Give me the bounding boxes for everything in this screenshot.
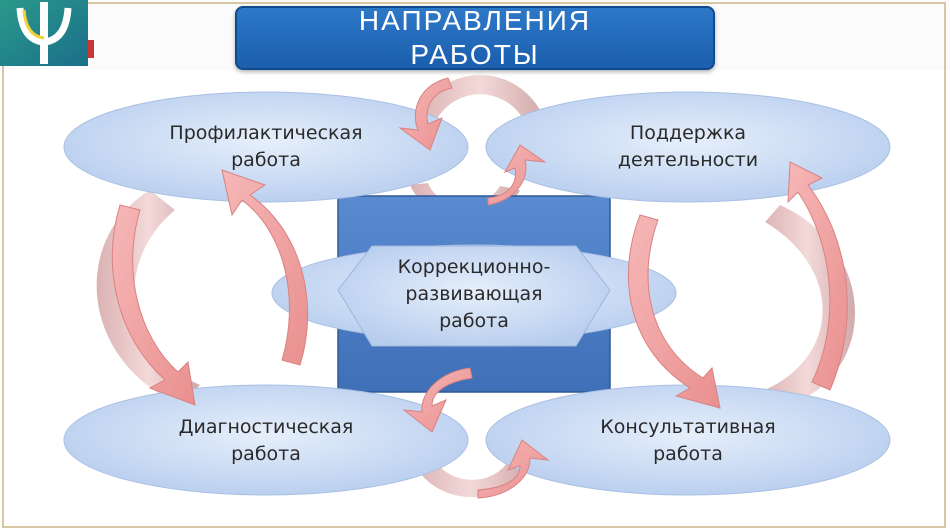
psi-letter-icon (0, 0, 94, 66)
node-correction-line3: работа (439, 310, 509, 332)
arrow-top-left (398, 77, 453, 151)
node-prevention-line1: Профилактическая (169, 122, 363, 144)
node-prevention-line2: работа (231, 149, 301, 171)
arrow-right-up (787, 161, 848, 391)
arrow-left-down (111, 204, 196, 406)
center-octagon (337, 245, 611, 347)
node-support-line1: Поддержка (629, 122, 747, 144)
node-correction-line2: развивающая (405, 283, 543, 305)
arrow-bottom-right (477, 439, 550, 499)
node-consulting-line1: Консультативная (600, 416, 776, 438)
node-diagnostic-line1: Диагностическая (178, 416, 354, 438)
node-diagnostic-line2: работа (231, 443, 301, 465)
node-diagnostic-label: Диагностическая работа (90, 414, 442, 468)
node-support-label: Поддержка деятельности (512, 120, 864, 174)
ellipse-diagnostic (63, 384, 469, 496)
title-line-2: РАБОТЫ (410, 39, 540, 70)
arrow-top-right (487, 144, 546, 206)
node-consulting-line2: работа (653, 443, 723, 465)
node-prevention-label: Профилактическая работа (90, 120, 442, 174)
ellipse-prevention (63, 91, 469, 203)
arrow-right-down (628, 214, 721, 409)
title-line-1: НАПРАВЛЕНИЯ (358, 6, 592, 36)
arrow-bottom-left (402, 367, 473, 433)
node-correction-line1: Коррекционно- (397, 256, 551, 278)
arrow-left-up (221, 169, 309, 366)
node-support-line2: деятельности (617, 149, 759, 171)
node-consulting-label: Консультативная работа (512, 414, 864, 468)
title-banner: НАПРАВЛЕНИЯ РАБОТЫ (235, 6, 715, 70)
node-correction-label: Коррекционно- развивающая работа (340, 254, 608, 335)
